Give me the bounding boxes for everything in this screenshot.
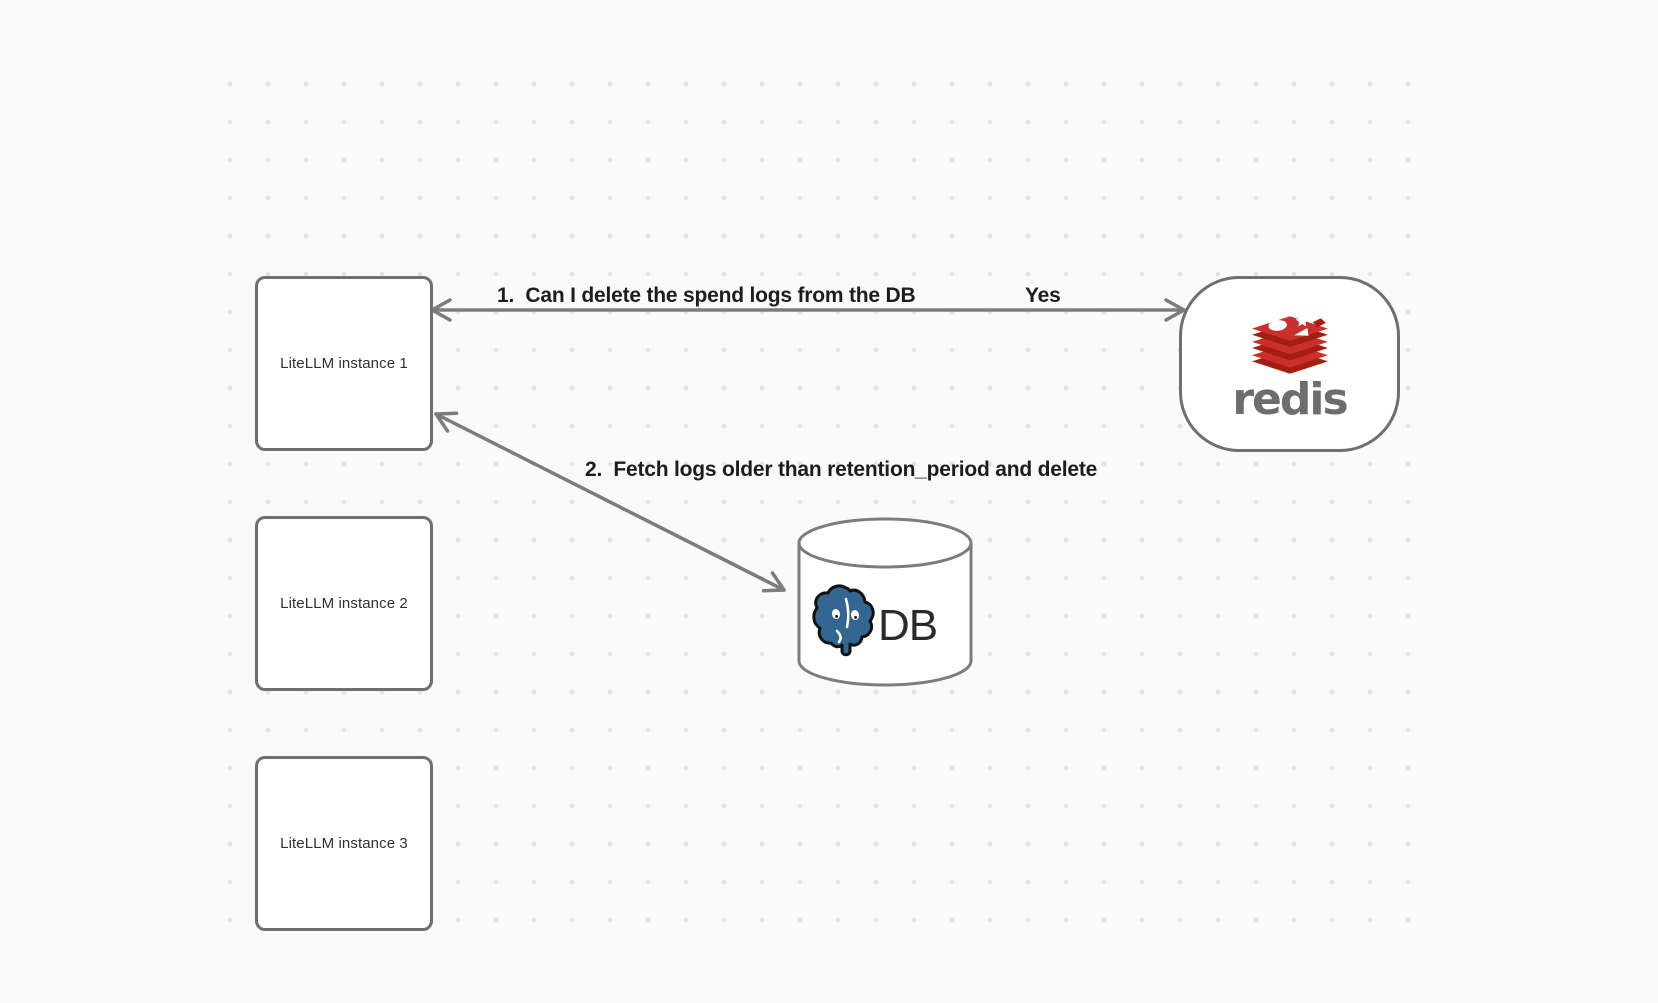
node-label: LiteLLM instance 2 — [280, 595, 408, 612]
node-redis[interactable]: redis — [1179, 276, 1400, 452]
node-litellm-instance-2[interactable]: LiteLLM instance 2 — [255, 516, 433, 691]
database-cylinder-icon — [797, 517, 973, 687]
node-database[interactable]: DB — [796, 516, 976, 688]
node-label: LiteLLM instance 1 — [280, 355, 408, 372]
edge-label-step1: 1. Can I delete the spend logs from the … — [497, 284, 916, 307]
redis-wordmark: redis — [1232, 374, 1348, 425]
database-label: DB — [878, 601, 938, 650]
edge-label-step1-answer: Yes — [1025, 284, 1061, 307]
node-litellm-instance-1[interactable]: LiteLLM instance 1 — [255, 276, 433, 451]
arrow-instance1-to-database[interactable] — [434, 411, 786, 593]
postgresql-elephant-icon — [812, 584, 875, 657]
node-litellm-instance-3[interactable]: LiteLLM instance 3 — [255, 756, 433, 931]
edge-label-step2: 2. Fetch logs older than retention_perio… — [585, 458, 1098, 481]
node-label: LiteLLM instance 3 — [280, 835, 408, 852]
redis-logo-icon — [1252, 314, 1328, 374]
